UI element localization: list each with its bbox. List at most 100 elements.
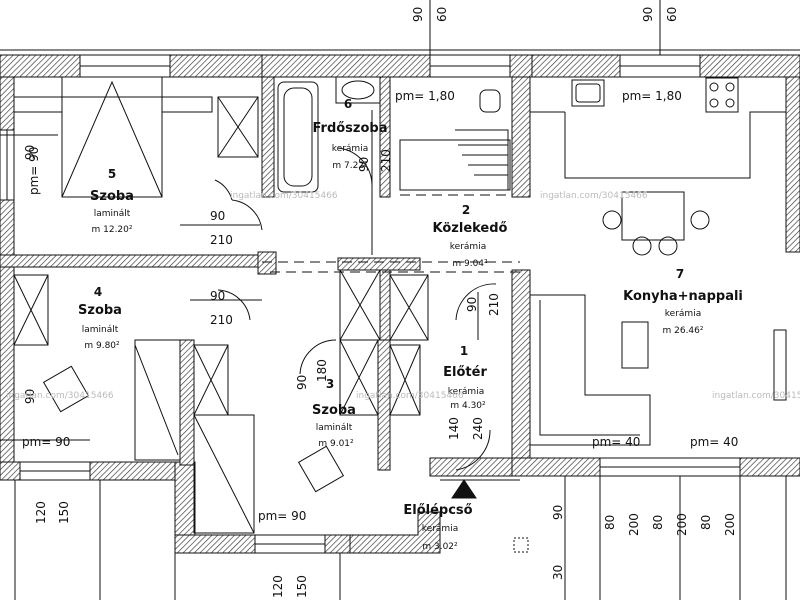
shower bbox=[399, 139, 511, 191]
kitchen-counter bbox=[564, 111, 786, 179]
dimension-label: 90 bbox=[411, 7, 425, 22]
wall-left-lower bbox=[0, 261, 15, 463]
dimension-label: 120 bbox=[34, 501, 48, 524]
room-area: m 4.30² bbox=[450, 401, 486, 411]
room-floor: kerámia bbox=[450, 242, 486, 252]
room-name: Közlekedő bbox=[433, 221, 508, 236]
dimension-label: 150 bbox=[295, 575, 309, 598]
chair bbox=[632, 236, 652, 256]
room-number: 7 bbox=[676, 267, 684, 281]
dimension-label: 210 bbox=[210, 313, 233, 327]
wall-6-2 bbox=[379, 76, 391, 198]
room-number: 1 bbox=[460, 344, 468, 358]
watermark: ingatlan.com/30415466 bbox=[712, 391, 800, 401]
parapet-height: pm= 90 bbox=[27, 147, 41, 195]
dining-table bbox=[621, 191, 685, 241]
wall-closet bbox=[379, 269, 391, 341]
wall-entry-bottom bbox=[429, 457, 513, 477]
door-swing bbox=[214, 179, 233, 201]
room-name: Előlépcső bbox=[403, 503, 472, 518]
coffee-table bbox=[621, 321, 649, 369]
dimension-label: 80 bbox=[651, 515, 665, 530]
dimension-label: 30 bbox=[551, 565, 565, 580]
dimension-label: 200 bbox=[723, 513, 737, 536]
entry-arrow bbox=[451, 479, 477, 499]
dimension-label: 60 bbox=[435, 7, 449, 22]
room-name: Szoba bbox=[312, 403, 356, 418]
wall-entry-left bbox=[377, 339, 391, 471]
room-floor: kerámia bbox=[422, 524, 458, 534]
dimension-label: 90 bbox=[295, 375, 309, 390]
parapet-height: pm= 1,80 bbox=[395, 89, 455, 103]
wall-2-7-lower bbox=[511, 269, 531, 476]
room-floor: kerámia bbox=[448, 387, 484, 397]
toilet bbox=[479, 89, 501, 113]
dimension-label: 210 bbox=[210, 233, 233, 247]
wall-mid-left bbox=[0, 254, 263, 268]
room-area: m 7.22² bbox=[332, 161, 368, 171]
dimension-label: 90 bbox=[210, 289, 225, 303]
door-swing bbox=[455, 283, 497, 321]
bed-5-pillow bbox=[61, 80, 163, 198]
room-name: Előtér bbox=[443, 365, 487, 380]
room-name: Konyha+nappali bbox=[623, 289, 743, 304]
room-floor: kerámia bbox=[665, 309, 701, 319]
dimension-label: 200 bbox=[675, 513, 689, 536]
dimension-label: 60 bbox=[665, 7, 679, 22]
room-area: m 12.20² bbox=[91, 225, 132, 235]
parapet-labels: pm= 1,80 pm= 1,80 pm= 90 pm= 90 pm= 90 p… bbox=[22, 89, 738, 523]
dimension-label: 90 bbox=[357, 157, 371, 172]
dimension-label: 80 bbox=[699, 515, 713, 530]
parapet-height: pm= 90 bbox=[258, 509, 306, 523]
watermark: ingatlan.com/30415466 bbox=[230, 191, 338, 201]
sofa bbox=[530, 294, 651, 446]
chair bbox=[658, 236, 678, 256]
sink bbox=[571, 79, 605, 107]
dimension-label: 240 bbox=[471, 417, 485, 440]
room-number: 3 bbox=[326, 377, 334, 391]
door-swing bbox=[217, 289, 251, 321]
chair bbox=[602, 210, 622, 230]
chair bbox=[690, 210, 710, 230]
dimension-label: 210 bbox=[379, 149, 393, 172]
dimension-label: 180 bbox=[315, 359, 329, 382]
parapet-height: pm= 1,80 bbox=[622, 89, 682, 103]
armchair-3 bbox=[297, 445, 345, 493]
room-number: 4 bbox=[94, 285, 102, 299]
wall-5-6 bbox=[261, 76, 275, 198]
parapet-height: pm= 90 bbox=[22, 435, 70, 449]
door-swing bbox=[455, 429, 491, 471]
door-swing bbox=[231, 199, 263, 231]
interior-lines bbox=[0, 54, 787, 554]
room-floor: laminált bbox=[82, 325, 119, 335]
armchair-4 bbox=[42, 365, 90, 413]
dimension-label: 120 bbox=[271, 575, 285, 598]
room-area: m 9.80² bbox=[84, 341, 120, 351]
door-swing bbox=[299, 339, 337, 375]
wall-4-3 bbox=[179, 339, 195, 466]
watermark: ingatlan.com/30415466 bbox=[6, 391, 114, 401]
room-name: Frdőszoba bbox=[312, 121, 387, 136]
dimension-label: 90 bbox=[23, 145, 37, 160]
wall-mid-center bbox=[337, 257, 421, 271]
dimension-label: 140 bbox=[447, 417, 461, 440]
wall-2-7-upper bbox=[511, 76, 531, 198]
watermarks: ingatlan.com/30415466 ingatlan.com/30415… bbox=[6, 191, 800, 401]
room-number: 2 bbox=[462, 203, 470, 217]
room-area: m 26.46² bbox=[662, 326, 703, 336]
room-floor: laminált bbox=[316, 423, 353, 433]
watermark: ingatlan.com/30415466 bbox=[540, 191, 648, 201]
stove bbox=[705, 77, 739, 113]
dimension-label: 150 bbox=[57, 501, 71, 524]
dimension-label: 90 bbox=[23, 389, 37, 404]
dimension-label: 90 bbox=[641, 7, 655, 22]
room-area: m 9.01² bbox=[318, 439, 354, 449]
dimension-label: 90 bbox=[551, 505, 565, 520]
dimension-labels: 90 60 90 60 90 210 90 210 90 210 90 210 … bbox=[23, 7, 737, 598]
room-number: 6 bbox=[344, 97, 352, 111]
room-labels: 5 Szoba laminált m 12.20² 6 Frdőszoba ke… bbox=[78, 97, 743, 552]
room-area: m 3.02² bbox=[422, 542, 458, 552]
wall-right bbox=[785, 76, 800, 253]
